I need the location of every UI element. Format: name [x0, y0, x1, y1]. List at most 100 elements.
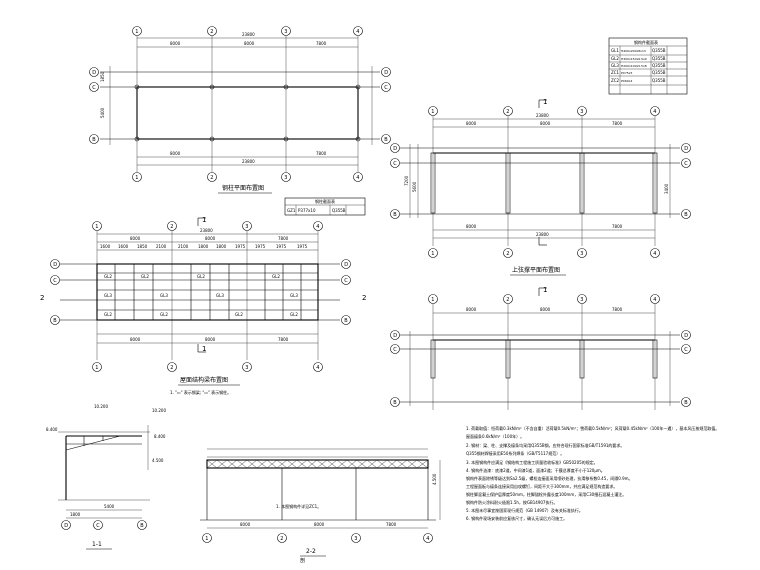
plan-c-row-c-right: C [684, 161, 688, 167]
section-1-grid-c: C [96, 523, 100, 529]
note-line-1: 1. 荷载取值：恒荷载0.3kN/m²（不含自重）活荷载0.5kN/m²；雪荷载… [466, 425, 719, 431]
column-table: 钢柱截面表 GZ1 P377x10 Q355B [284, 197, 366, 216]
note-line-11: 5. 本图未尽事宜按国家现行规范（GB 14907）及有关标准执行。 [466, 507, 583, 513]
plan-d-grid-2: 2 [506, 297, 509, 303]
svg-text:GL3: GL3 [290, 293, 298, 298]
plan-c-columns [430, 152, 658, 214]
note-line-12: 6. 钢构件现场安装前应复核尺寸，确认无误后方可施工。 [466, 515, 567, 521]
plan-c-total-dim: 23800 [536, 113, 549, 118]
plan-c-side-dim-1: 7200 [404, 175, 409, 186]
plan-a-grid-bubbles-top: 1 2 3 4 [132, 26, 363, 36]
plan-c-grid-3: 3 [580, 109, 583, 115]
plan-a-row-c-right: C [384, 85, 388, 91]
plan-a-grid-4-bottom: 4 [356, 175, 359, 181]
section-1-elev-low: 4.500 [152, 458, 164, 463]
svg-text:1975: 1975 [255, 244, 266, 249]
svg-text:GL2: GL2 [104, 274, 112, 279]
svg-text:1975: 1975 [297, 244, 308, 249]
member-row-4-section: PX75x5 [621, 71, 632, 75]
plan-c-bottom-span-3: 7800 [612, 224, 623, 229]
plan-c-bottom-span-1: 8000 [466, 224, 477, 229]
plan-d-span-3: 7800 [612, 307, 623, 312]
plan-c-span-2: 8000 [540, 121, 551, 126]
plan-b-grid-2: 2 [170, 224, 173, 230]
section-2-span-1: 8000 [240, 522, 251, 527]
plan-b-grid-4: 4 [316, 224, 319, 230]
svg-text:GL3: GL3 [216, 293, 224, 298]
plan-c-span-1: 8000 [466, 121, 477, 126]
plan-b-cut-mark-bottom: 1 [202, 345, 206, 353]
plan-d-row-d-left: D [393, 333, 397, 339]
plan-b-row-d-right: D [344, 262, 348, 268]
note-line-10: 钢构件防火涂料耐火极限1.5h，按GB14907执行。 [466, 499, 557, 505]
plan-d-span-1: 8000 [466, 307, 477, 312]
plan-a-title: 钢柱平面布置图 [222, 184, 264, 192]
plan-a-total-dim: 23800 [242, 32, 255, 37]
member-row-5-material: Q355B [652, 78, 666, 83]
section-2-grid-1: 1 [205, 536, 208, 542]
plan-a: 1 2 3 4 23800 8000 8000 7800 D C B D C B [89, 26, 391, 194]
plan-c-side-dim-2: 5600 [412, 181, 417, 192]
svg-text:2100: 2100 [156, 244, 167, 249]
plan-c-cut-mark-top: 1 [543, 98, 547, 106]
section-1-grid-d: D [64, 523, 68, 529]
plan-c-side-dim-3: 3400 [664, 183, 669, 194]
plan-b-total-dim: 23800 [200, 228, 213, 233]
member-row-1-material: Q355B [652, 48, 666, 53]
plan-b-row-c-right: C [344, 278, 348, 284]
plan-b-bottom-span-3: 7800 [278, 337, 289, 342]
plan-b-top-subdims: 1600 1600 1850 2100 2100 1800 1800 1975 … [100, 244, 308, 249]
plan-c-grid-4: 4 [653, 109, 656, 115]
svg-text:GL2: GL2 [272, 274, 280, 279]
plan-c-row-c-left: C [393, 161, 397, 167]
section-1-elev-mid-right: 8.400 [154, 434, 166, 439]
plan-c-row-b-right: B [684, 212, 688, 218]
note-line-6: 4. 钢构件油漆：底漆2道，中间漆1道，面漆2道；干膜总厚度不小于120μm。 [466, 467, 605, 473]
plan-c-grid-1-bottom: 1 [431, 251, 434, 257]
plan-b-row-b-left: B [53, 318, 57, 324]
plan-a-grid-1-bottom: 1 [135, 175, 138, 181]
section-2-elev: 4.500 [432, 473, 437, 485]
member-row-4-material: Q355B [652, 70, 666, 75]
plan-a-row-b-right: B [384, 137, 388, 143]
plan-b-grid-1-bottom: 1 [95, 365, 98, 371]
plan-c-row-b-left: B [393, 212, 397, 218]
section-2-grid-2: 2 [280, 536, 283, 542]
member-row-3-section: H200x100x5.5x8 [621, 64, 647, 68]
section-1-elev-mid: 8.400 [46, 427, 58, 432]
member-row-1-section: H400x200x8x13 [621, 49, 646, 53]
plan-b-row-b-right: B [344, 318, 348, 324]
plan-c-grid-2: 2 [506, 109, 509, 115]
plan-d-row-c-left: C [393, 347, 397, 353]
member-table-top: 钢构件截面表 GL1 H400x200x8x13 Q355B GL2 H300x… [608, 37, 688, 95]
plan-a-span-1: 8000 [170, 41, 181, 46]
plan-b-span-1: 8000 [130, 236, 141, 241]
member-row-2-id: GL2 [611, 56, 619, 61]
plan-a-row-d-right: D [384, 70, 388, 76]
note-line-3: 2. 钢材：梁、柱、支撑及檩条均采用Q355B钢，应符合现行国家标准GB/T15… [466, 442, 624, 448]
plan-b-grid-4-bottom: 4 [316, 365, 319, 371]
plan-b-beam-labels: GL2 GL2 GL2 GL2 GL3 GL3 GL3 GL3 GL2 GL2 … [104, 274, 298, 317]
plan-a-grid-3-bottom: 3 [284, 175, 287, 181]
section-2-span-3: 7800 [386, 522, 397, 527]
member-row-1-id: GL1 [611, 48, 619, 53]
plan-b-cut-2-left: 2 [40, 294, 44, 302]
plan-c: 1 1 2 3 4 23800 8000 8000 7800 D C B D C… [390, 98, 691, 258]
plan-d-row-c-right: C [684, 347, 688, 353]
svg-text:GL2: GL2 [290, 312, 298, 317]
member-row-3-material: Q355B [652, 63, 666, 68]
plan-b-purlins [97, 264, 318, 320]
plan-a-span-3: 7800 [316, 41, 327, 46]
plan-a-grid-4: 4 [356, 29, 359, 35]
plan-a-row-b-left: B [92, 137, 96, 143]
plan-a-row-c-left: C [92, 85, 96, 91]
svg-text:1600: 1600 [100, 244, 111, 249]
section-1-elev-top: 10.200 [94, 404, 108, 409]
plan-c-span-3: 7800 [612, 121, 623, 126]
plan-b-title: 屋面结构梁布置图 [180, 376, 228, 384]
svg-text:1800: 1800 [198, 244, 209, 249]
plan-b-cut-2-right: 2 [362, 294, 366, 302]
note-line-8: 工程屋面板与檩条连接采用自攻螺钉，间距不大于300mm，并应满足规范构造要求。 [466, 483, 617, 489]
member-row-3-id: GL3 [611, 63, 619, 68]
plan-b-legend: 1. "▭" 表示钢梁; "▭" 表示钢柱。 [170, 389, 231, 395]
